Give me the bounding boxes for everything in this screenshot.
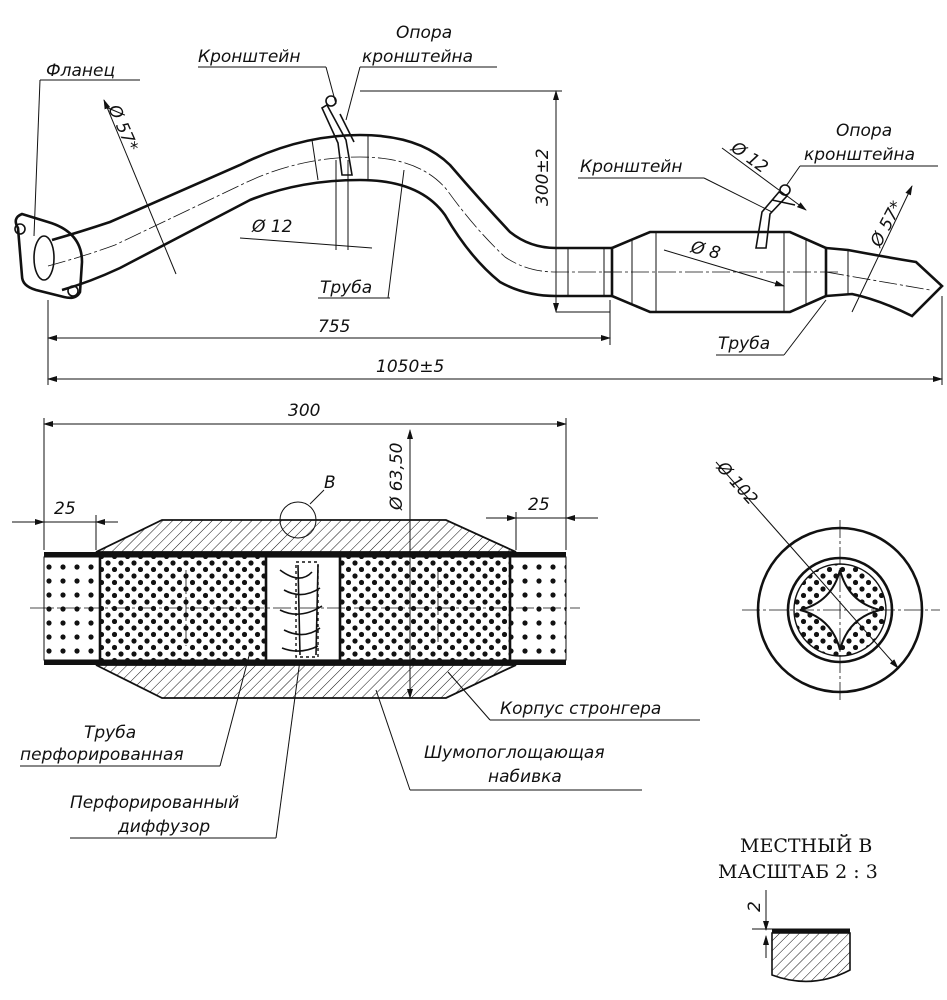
detail-dimension: 2 bbox=[745, 901, 765, 912]
dia-57-right: Ø 57* bbox=[866, 198, 907, 251]
pipe-left-top bbox=[51, 133, 612, 250]
muffler-end-view: Ø 102 bbox=[712, 457, 940, 700]
top-view-annotations: Фланец Ø 57* Кронштейн Опора кронштейна … bbox=[33, 23, 943, 385]
perforated-diffuser-line2: диффузор bbox=[117, 817, 210, 837]
dia-63-50: Ø 63,50 bbox=[387, 443, 407, 511]
bracket-support-2-line2: кронштейна bbox=[804, 145, 915, 165]
tail-pipe bbox=[825, 246, 944, 318]
dia-12-left: Ø 12 bbox=[251, 217, 292, 237]
pipe-2-label: Труба bbox=[718, 334, 770, 354]
bracket-support-1-line1: Опора bbox=[396, 23, 452, 43]
bracket-support-2-line1: Опора bbox=[836, 121, 892, 141]
bracket-1 bbox=[320, 95, 355, 176]
housing-label: Корпус стронгера bbox=[500, 699, 661, 719]
detail-title-line1: МЕСТНЫЙ В bbox=[740, 834, 872, 857]
perforated-pipe-line1: Труба bbox=[84, 723, 136, 743]
length-755: 755 bbox=[318, 317, 350, 337]
dia-57-left: Ø 57* bbox=[103, 101, 142, 155]
perforated-diffuser-line1: Перфорированный bbox=[70, 793, 239, 813]
pipe-left-bottom bbox=[61, 178, 612, 298]
length-1050: 1050±5 bbox=[376, 357, 444, 377]
absorbing-fill-line1: Шумопоглощающая bbox=[424, 743, 605, 763]
flange bbox=[14, 212, 84, 300]
absorbing-fill-line2: набивка bbox=[488, 767, 562, 787]
diffuser-pattern bbox=[279, 561, 323, 658]
dia-102: Ø 102 bbox=[712, 457, 762, 509]
height-300: 300±2 bbox=[533, 148, 553, 206]
dia-12-right: Ø 12 bbox=[726, 137, 771, 178]
muffler-section bbox=[30, 519, 580, 699]
detail-mark: В bbox=[324, 473, 336, 493]
dia-8: Ø 8 bbox=[688, 237, 723, 264]
section-annotations: 300 25 25 Ø 63,50 В Корпус стронгера Шум… bbox=[12, 401, 700, 839]
perforated-pipe-line2: перфорированная bbox=[20, 745, 184, 765]
bracket-2-label: Кронштейн bbox=[580, 157, 682, 177]
exhaust-pipe-assembly bbox=[14, 95, 944, 318]
pipe-1-label: Труба bbox=[320, 278, 372, 298]
detail-title-line2: МАСШТАБ 2 : 3 bbox=[718, 861, 878, 883]
bracket-1-label: Кронштейн bbox=[198, 47, 300, 67]
detail-view: МЕСТНЫЙ В МАСШТАБ 2 : 3 2 bbox=[718, 834, 878, 983]
length-300: 300 bbox=[288, 401, 320, 421]
bracket-2 bbox=[755, 184, 796, 249]
end-25-left: 25 bbox=[54, 499, 76, 519]
end-25-right: 25 bbox=[528, 495, 550, 515]
bracket-support-1-line2: кронштейна bbox=[362, 47, 473, 67]
flange-label: Фланец bbox=[46, 61, 115, 81]
